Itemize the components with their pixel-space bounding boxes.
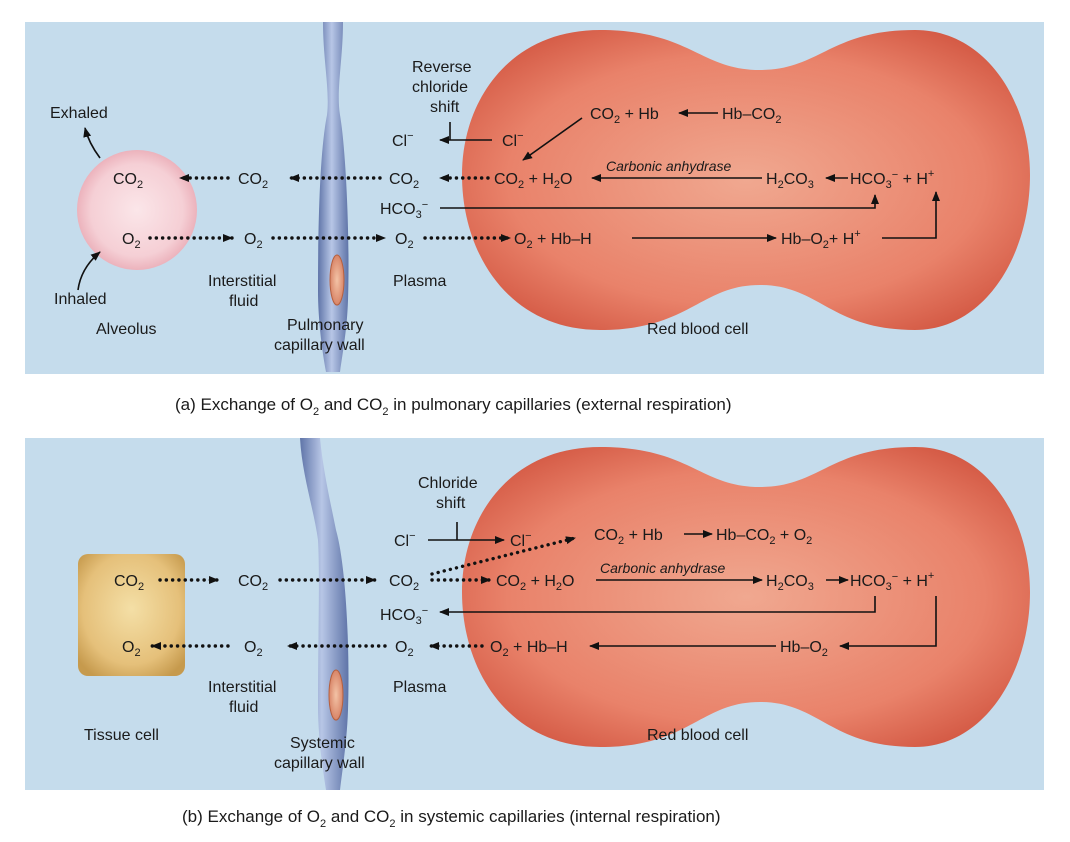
b-o2-hbh: O2 + Hb–H [490,639,568,659]
b-rbc-label: Red blood cell [647,727,748,744]
a-shift-3: shift [430,99,460,116]
a-alv-co2: CO2 [113,171,143,191]
a-co2-hb: CO2 + Hb [590,106,659,126]
b-co2-hb: CO2 + Hb [594,527,663,547]
b-shift-1: Chloride [418,475,478,492]
caption-b: (b) Exchange of O2 and CO2 in systemic c… [182,807,721,830]
a-enzyme-label: Carbonic anhydrase [606,158,732,174]
b-wall-1: Systemic [290,735,355,752]
alveolus-shape [77,150,197,270]
b-hb-co2-o2: Hb–CO2 + O2 [716,527,812,547]
b-pl-hco3: HCO3− [380,605,428,627]
b-co2-h2o: CO2 + H2O [496,573,575,593]
capillary-nucleus [329,254,345,306]
capillary-nucleus-b [328,669,344,721]
a-pl-co2: CO2 [389,171,419,191]
a-hb-co2: Hb–CO2 [722,106,781,126]
b-if-co2: CO2 [238,573,268,593]
a-shift-1: Reverse [412,59,472,76]
b-hbo2: Hb–O2 [780,639,828,659]
a-o2-hbh: O2 + Hb–H [514,231,592,251]
a-exhaled-label: Exhaled [50,105,108,122]
arrow-exhaled [83,127,101,159]
a-inhaled-label: Inhaled [54,291,107,308]
a-interstitial-2: fluid [229,293,258,310]
dots-b-co2-up [430,536,577,576]
panel-b: CO2 O2 CO2 O2 CO2 O2 HCO3− Cl− Cl− CO2 +… [25,438,1044,790]
b-wall-2: capillary wall [274,755,365,772]
a-shift-2: chloride [412,79,468,96]
a-wall-1: Pulmonary [287,317,363,334]
arrow-inhaled [77,251,101,291]
b-shift-2: shift [436,495,466,512]
a-pl-hco3: HCO3− [380,199,428,221]
a-alveolus-label: Alveolus [96,321,156,338]
a-co2-h2o: CO2 + H2O [494,171,573,191]
b-interstitial-2: fluid [229,699,258,716]
a-interstitial-1: Interstitial [208,273,276,290]
b-enzyme-label: Carbonic anhydrase [600,560,726,576]
arrow-a-co2-down [522,117,583,161]
a-hco3-h: HCO3− + H+ [850,168,934,191]
a-wall-2: capillary wall [274,337,365,354]
a-rbc-label: Red blood cell [647,321,748,338]
arrow-a-h-plus [882,191,940,239]
a-if-co2: CO2 [238,171,268,191]
b-tissue-label: Tissue cell [84,727,159,744]
panel-b-red-blood-cell [462,447,1030,747]
caption-a: (a) Exchange of O2 and CO2 in pulmonary … [175,395,732,418]
b-tc-co2: CO2 [114,573,144,593]
b-plasma-label: Plasma [393,679,446,696]
a-plasma-label: Plasma [393,273,446,290]
b-interstitial-1: Interstitial [208,679,276,696]
arrow-b-h-plus [839,596,937,650]
b-pl-co2: CO2 [389,573,419,593]
panel-a: CO2 O2 CO2 O2 CO2 O2 HCO3− Cl− Cl− CO2 +… [25,22,1044,374]
a-hbo2-h: Hb–O2+ H+ [781,228,861,251]
arrow-b-hco3 [439,596,876,616]
arrow-a-hco3 [440,194,879,209]
b-hco3-h: HCO3− + H+ [850,570,934,593]
panel-a-red-blood-cell [462,30,1030,330]
